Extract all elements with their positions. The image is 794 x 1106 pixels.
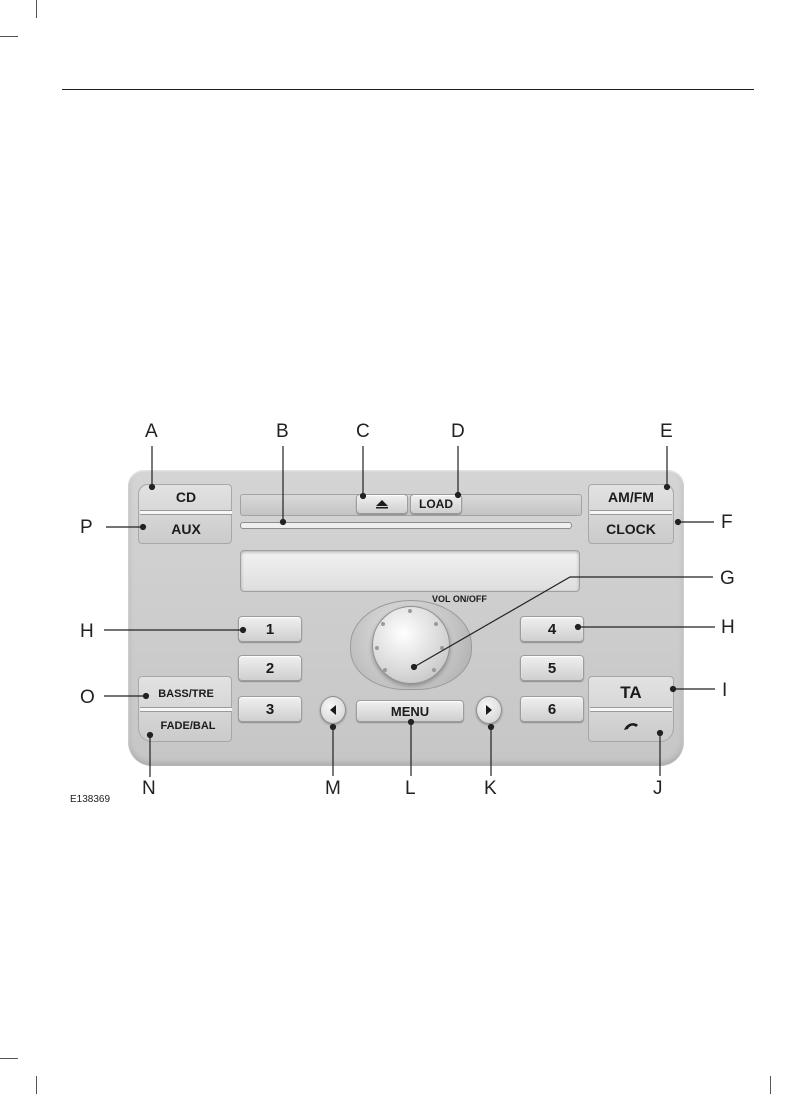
phone-icon xyxy=(624,723,638,730)
right-bottom-separator xyxy=(590,707,672,712)
header-rule xyxy=(62,89,754,90)
cd-button[interactable]: CD xyxy=(175,489,197,505)
eject-icon xyxy=(376,500,388,509)
volume-knob[interactable] xyxy=(372,606,450,684)
preset-3-button[interactable]: 3 xyxy=(238,696,302,722)
menu-button[interactable]: MENU xyxy=(356,700,464,722)
right-top-separator xyxy=(590,510,672,515)
radio-display xyxy=(240,550,580,592)
preset-1-button[interactable]: 1 xyxy=(238,616,302,642)
bass-tre-button[interactable]: BASS/TRE xyxy=(158,688,214,700)
load-button[interactable]: LOAD xyxy=(410,494,462,514)
preset-2-button[interactable]: 2 xyxy=(238,655,302,681)
callout-m: M xyxy=(325,778,341,799)
callout-o: O xyxy=(80,687,95,708)
left-top-separator xyxy=(140,510,232,515)
callout-p: P xyxy=(80,517,93,538)
fade-bal-button[interactable]: FADE/BAL xyxy=(160,720,216,732)
knob-dot xyxy=(381,622,385,626)
crop-mark xyxy=(0,1058,18,1059)
knob-dot xyxy=(375,646,379,650)
callout-b: B xyxy=(276,421,289,442)
cd-slot[interactable] xyxy=(240,522,572,529)
callout-k: K xyxy=(484,778,497,799)
preset-4-button[interactable]: 4 xyxy=(520,616,584,642)
knob-dot xyxy=(432,668,436,672)
knob-dot xyxy=(408,609,412,613)
preset-6-button[interactable]: 6 xyxy=(520,696,584,722)
callout-j: J xyxy=(653,778,663,799)
callout-d: D xyxy=(451,421,465,442)
vol-on-off-label: VOL ON/OFF xyxy=(432,594,487,604)
callout-n: N xyxy=(142,778,156,799)
seek-right-button[interactable] xyxy=(476,696,502,724)
callout-c: C xyxy=(356,421,370,442)
eject-button[interactable] xyxy=(356,494,408,514)
radio-faceplate: CD AUX BASS/TRE FADE/BAL AM/FM CLOCK TA … xyxy=(128,470,684,766)
left-bottom-separator xyxy=(140,707,232,712)
triangle-right-icon xyxy=(486,705,492,715)
ta-button[interactable]: TA xyxy=(620,683,642,702)
knob-dot xyxy=(383,668,387,672)
am-fm-button[interactable]: AM/FM xyxy=(608,489,654,505)
callout-g: G xyxy=(720,568,735,589)
callout-f: F xyxy=(721,512,733,533)
callout-i: I xyxy=(722,680,728,701)
triangle-left-icon xyxy=(330,705,336,715)
crop-mark xyxy=(0,36,18,37)
callout-e: E xyxy=(660,421,673,442)
knob-dot xyxy=(434,622,438,626)
figure-id: E138369 xyxy=(70,794,111,805)
phone-button[interactable] xyxy=(590,714,672,738)
callout-h-left: H xyxy=(80,621,94,642)
crop-mark xyxy=(36,1076,37,1094)
seek-left-button[interactable] xyxy=(320,696,346,724)
callout-h-right: H xyxy=(721,617,735,638)
knob-dot xyxy=(440,646,444,650)
clock-button[interactable]: CLOCK xyxy=(606,521,656,537)
preset-5-button[interactable]: 5 xyxy=(520,655,584,681)
callout-a: A xyxy=(145,421,158,442)
crop-mark xyxy=(770,1076,771,1094)
crop-mark xyxy=(36,0,37,18)
aux-button[interactable]: AUX xyxy=(171,521,201,537)
callout-l: L xyxy=(405,778,416,799)
